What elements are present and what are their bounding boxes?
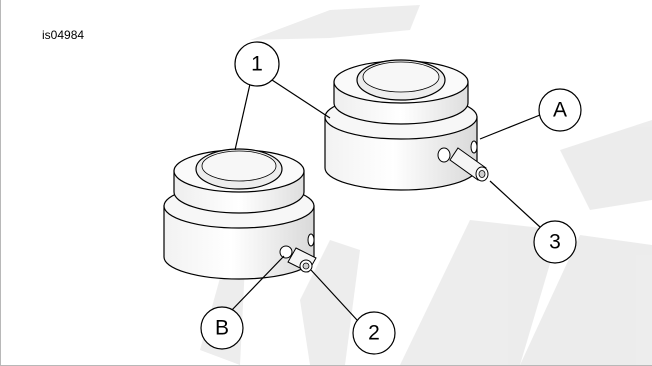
svg-text:3: 3 <box>549 231 561 254</box>
svg-text:1: 1 <box>251 53 263 76</box>
callout-1: 1 <box>234 41 280 87</box>
leader-3 <box>489 180 541 228</box>
leader-1-left <box>234 83 251 151</box>
svg-text:B: B <box>215 317 229 340</box>
callout-3: 3 <box>533 220 577 264</box>
knob-left <box>163 148 317 280</box>
knob-right <box>324 59 489 191</box>
leader-1-right <box>271 79 331 119</box>
leader-a <box>479 114 541 140</box>
leader-b <box>229 255 285 313</box>
svg-text:2: 2 <box>368 322 380 345</box>
leader-2 <box>310 269 358 321</box>
callout-a: A <box>538 88 582 132</box>
figure-id: is04984 <box>42 28 85 42</box>
leader-lines <box>229 79 541 321</box>
svg-text:A: A <box>553 99 567 122</box>
watermark-graphic <box>200 5 652 365</box>
callout-2: 2 <box>352 311 396 355</box>
callout-b: B <box>200 306 244 350</box>
